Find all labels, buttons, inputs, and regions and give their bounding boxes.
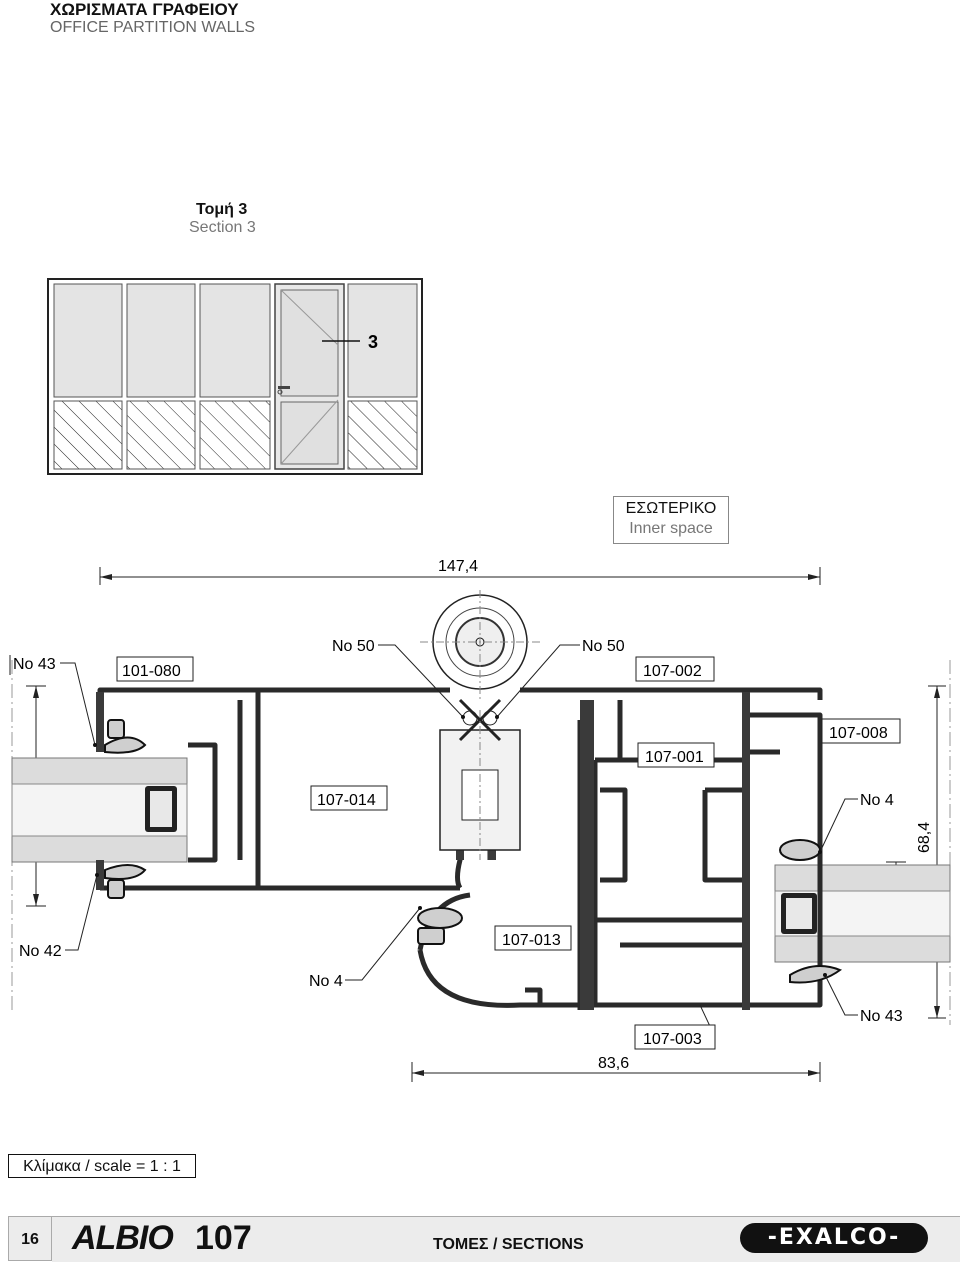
footer-title: ΤΟΜΕΣ / SECTIONS: [433, 1236, 584, 1253]
part-107-013: 107-013: [502, 932, 561, 949]
gasket-no50-right: No 50: [582, 638, 625, 655]
part-107-003: 107-003: [643, 1031, 702, 1048]
gasket-no4-bottom: No 4: [309, 973, 343, 990]
part-101-080: 101-080: [122, 663, 181, 680]
gasket-no50-left: No 50: [332, 638, 375, 655]
dimension-bottom-width-label: 83,6: [598, 1055, 629, 1072]
dimension-right-height: 68,4: [916, 822, 933, 853]
part-107-008: 107-008: [829, 725, 888, 742]
inner-space-greek: ΕΣΩΤΕΡΙΚΟ: [625, 500, 717, 517]
scale-label: Κλίμακα / scale = 1 : 1: [8, 1154, 196, 1178]
left-glass-pane: [11, 757, 188, 863]
dimension-bottom-width: [411, 1062, 821, 1082]
part-107-014: 107-014: [317, 792, 376, 809]
gasket-no4-right: No 4: [860, 792, 894, 809]
pivot-hinge: [420, 590, 540, 860]
brand-logo: ALBIO: [72, 1219, 174, 1257]
partition-drawing: 3 147,4 83,6 45 20: [9, 278, 951, 1082]
section-marker: 3: [368, 332, 378, 352]
company-logo: -EXALCO-: [740, 1223, 928, 1253]
section-title-greek: Τομή 3: [196, 201, 248, 218]
inner-space-english: Inner space: [629, 520, 713, 537]
gaskets: [104, 719, 843, 984]
page-number: 16: [8, 1216, 52, 1261]
section-title-english: Section 3: [189, 219, 256, 236]
part-107-001: 107-001: [645, 749, 704, 766]
header-title-greek: ΧΩΡΙΣΜΑΤΑ ΓΡΑΦΕΙΟΥ: [50, 0, 239, 19]
dimension-overall-width: [99, 567, 821, 585]
partition-elevation: [47, 278, 423, 475]
inner-space-box: ΕΣΩΤΕΡΙΚΟ Inner space: [613, 496, 729, 544]
gasket-no42: No 42: [19, 943, 62, 960]
part-107-002: 107-002: [643, 663, 702, 680]
gasket-no43-right: No 43: [860, 1008, 903, 1025]
right-glass-pane: [774, 864, 951, 963]
gasket-no43-left: No 43: [13, 656, 56, 673]
brand-number: 107: [195, 1219, 252, 1257]
dimension-overall-width-label: 147,4: [438, 558, 478, 575]
header-title-english: OFFICE PARTITION WALLS: [50, 19, 256, 36]
